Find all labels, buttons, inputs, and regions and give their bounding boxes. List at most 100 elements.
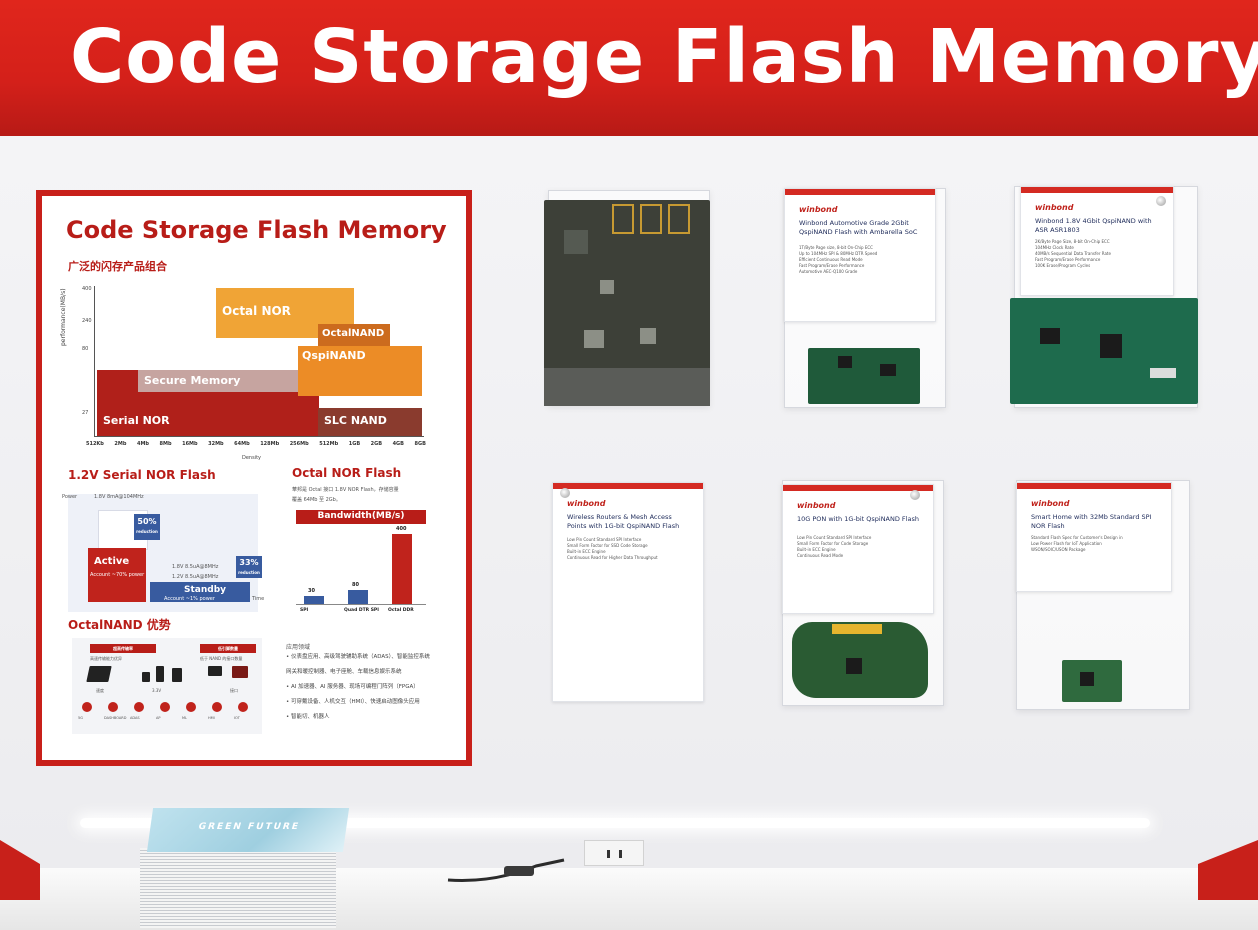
ytick: 80 — [82, 346, 89, 352]
block-secure-memory: Secure Memory — [138, 370, 318, 392]
card-bullet: Up to 104MHz SPI & 80MHz DTR Speed — [799, 251, 878, 256]
sma-connector — [640, 204, 662, 234]
card-bullet: Fast Program/Erase Performance — [799, 263, 865, 268]
application-item: 网关和暖控制器、电子座舱、车载信息娱乐系统 — [286, 669, 402, 675]
chart-ylabel: performance(MB/s) — [60, 288, 67, 346]
bandwidth-bar — [348, 590, 368, 604]
badge-sub: reduction — [238, 570, 260, 575]
nor12-badge-33: 33% reduction — [236, 556, 262, 578]
bandwidth-value: 80 — [352, 582, 359, 588]
header-banner: Code Storage Flash Memory — [0, 0, 1258, 136]
nor12-top-label: 1.8V 8mA@104MHz — [94, 494, 144, 500]
winbond-logo: winbond — [1035, 203, 1074, 212]
octalnand-tag-1: 超高传输率 — [90, 644, 156, 653]
pcb-chip — [846, 658, 862, 674]
badge-value: 33% — [239, 558, 259, 567]
card-bullet: 104MHz Clock Rate — [1035, 245, 1074, 250]
block-octal-nand: OctalNAND — [318, 324, 390, 346]
card-title: Winbond Automotive Grade 2Gbit QspiNAND … — [799, 219, 918, 236]
brochure-cover-text: GREEN FUTURE — [197, 822, 302, 832]
block-qspi-nand: QspiNAND — [298, 346, 422, 396]
pcb-chip — [640, 328, 656, 344]
badge-value: 50% — [137, 517, 157, 526]
card-bullets: 1T/Byte Page size, 8-bit On-Chip ECC Up … — [799, 245, 925, 275]
xtick-label: 512Mb — [319, 441, 339, 447]
application-icon — [212, 702, 222, 712]
bandwidth-bar — [304, 596, 324, 604]
application-icon-label: HMI — [208, 716, 215, 720]
nor12-badge-50: 50% reduction — [134, 514, 160, 540]
octalnand-tag-2-sub: 低于 NAND 的接口数量 — [200, 656, 243, 661]
application-icon — [134, 702, 144, 712]
winbond-logo: winbond — [567, 499, 606, 508]
card-bullet: Fast Program/Erase Performance — [1035, 257, 1101, 262]
card-bullet: Continuous Read for Higher Data Throughp… — [567, 555, 658, 560]
octal-heading: Octal NOR Flash — [292, 466, 402, 480]
card-bullet: Efficient Continuous Read Mode — [799, 257, 863, 262]
xtick-label: 2GB — [370, 441, 383, 447]
card-bullet: Continuous Read Mode — [797, 553, 844, 558]
octalnand-col-a: 速度 — [96, 688, 104, 693]
ytick: 27 — [82, 410, 89, 416]
card-bullet: 1T/Byte Page size, 8-bit On-Chip ECC — [799, 245, 873, 250]
bandwidth-category: SPI — [300, 608, 309, 613]
application-icon-label: ML — [182, 716, 187, 720]
application-icon-label: IOT — [234, 716, 240, 720]
led-light-strip — [80, 818, 1150, 828]
nor12-standby-sub: Account ~1% power — [164, 596, 215, 602]
card-bullet: Standard Flash Spec for Customer's Desig… — [1031, 535, 1123, 540]
application-icon-label: AP — [156, 716, 161, 720]
card-bullet: Built-in ECC Engine — [797, 547, 836, 552]
ytick: 240 — [82, 318, 92, 324]
nor12-power-label: Power — [62, 494, 78, 500]
xtick-label: 4GB — [392, 441, 404, 447]
bandwidth-value: 30 — [308, 588, 315, 594]
card-bullets: Low Pin Count Standard SPI Interface Sma… — [797, 535, 923, 559]
card-strip — [1017, 483, 1171, 489]
pcb-chip — [1040, 328, 1060, 344]
mount-stud — [1156, 196, 1166, 206]
xtick-label: 8GB — [414, 441, 426, 447]
card-bullet: 100K Erase/Program Cycles — [1035, 263, 1091, 268]
bandwidth-category: Octal DDR — [388, 608, 414, 613]
winbond-logo: winbond — [797, 501, 836, 510]
chip-icon — [232, 666, 248, 678]
application-item: • 智能切、机器人 — [286, 714, 330, 720]
xtick-label: 8Mb — [159, 441, 172, 447]
xtick-label: 1GB — [348, 441, 361, 447]
info-card: winbond Winbond Automotive Grade 2Gbit Q… — [784, 188, 936, 322]
pcb-chip — [1080, 672, 1094, 686]
chart-y-axis — [94, 286, 95, 436]
nor12-active-sub: Account ~70% power — [90, 572, 145, 578]
card-bullet: Low Pin Count Standard SPI Interface — [567, 537, 642, 542]
nor12-standby-label: Standby — [184, 585, 227, 595]
winbond-logo: winbond — [1031, 499, 1070, 508]
nor12-line-12: 1.2V 8.5uA@8MHz — [172, 574, 219, 580]
bandwidth-value: 400 — [396, 526, 407, 532]
application-icon — [238, 702, 248, 712]
xtick-label: 16Mb — [182, 441, 198, 447]
card-bullet: WSON/SOIC/USON Package — [1031, 547, 1086, 552]
chip-icon — [172, 668, 182, 682]
poster-subtitle: 广泛的闪存产品组合 — [68, 260, 167, 273]
banner-title: Code Storage Flash Memory — [70, 14, 1258, 100]
xtick-label: 128Mb — [260, 441, 280, 447]
card-title: Wireless Routers & Mesh Access Points wi… — [567, 513, 680, 530]
xtick-label: 256Mb — [289, 441, 309, 447]
card-bullet: Built-in ECC Engine — [567, 549, 606, 554]
octalnand-col-c: 接口 — [230, 688, 238, 693]
chip-icon — [208, 666, 222, 676]
pcb-board — [1062, 660, 1122, 702]
pcb-board — [808, 348, 920, 404]
octalnand-tag-1-sub: 高速传输能力优异 — [90, 656, 122, 661]
card-bullets: 2K/Byte Page Size, 8-bit On-Chip ECC 104… — [1035, 239, 1163, 269]
xtick-label: 64Mb — [234, 441, 250, 447]
nor12-active-block: Active — [88, 548, 146, 602]
card-title: Winbond 1.8V 4Gbit QspiNAND with ASR ASR… — [1035, 217, 1152, 234]
info-card: winbond Winbond 1.8V 4Gbit QspiNAND with… — [1020, 186, 1174, 296]
chip-icon — [142, 672, 150, 682]
card-bullet: Low Pin Count Standard SPI Interface — [797, 535, 872, 540]
poster-content: Code Storage Flash Memory 广泛的闪存产品组合 perf… — [42, 196, 466, 760]
outlet-slot — [607, 850, 610, 858]
pcb-chip — [880, 364, 896, 376]
